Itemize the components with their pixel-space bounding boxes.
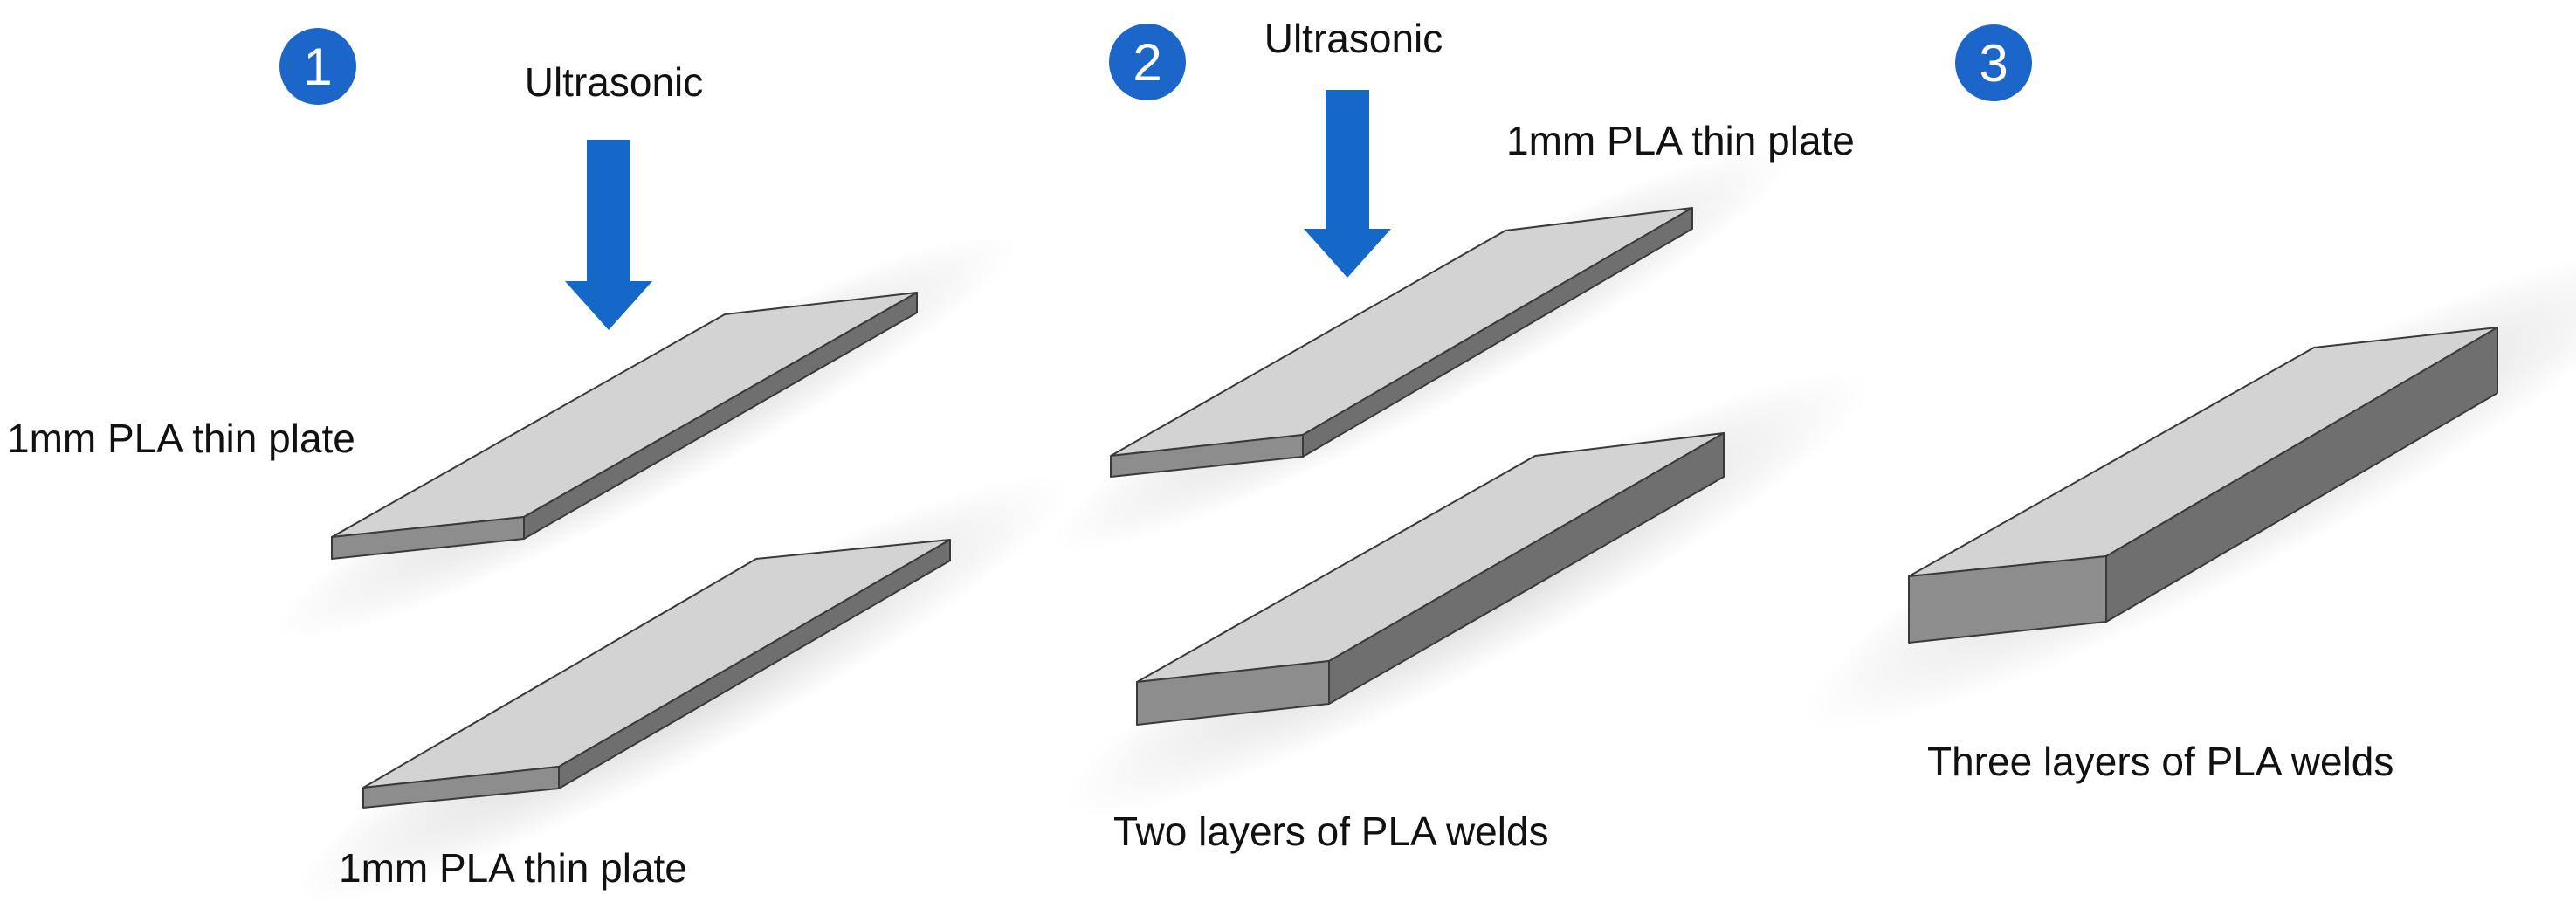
step-2-upper-plate-label: 1mm PLA thin plate [1506, 118, 1855, 163]
step-1-lower-plate [293, 475, 1069, 905]
step-1-lower-plate-label: 1mm PLA thin plate [339, 845, 687, 891]
step-3-badge: 3 [1955, 24, 2032, 101]
step-2-welded-plate [1064, 370, 1870, 817]
step-2: 2 Ultrasonic 1mm PLA thin plate Two laye… [1051, 16, 1870, 854]
step-1-upper-plate-label: 1mm PLA thin plate [7, 416, 355, 461]
step-3-welded-plate-label: Three layers of PLA welds [1927, 739, 2393, 784]
step-3-welded-plate [1801, 248, 2576, 730]
step-3-number: 3 [1979, 34, 2008, 93]
step-1-upper-plate [274, 232, 1018, 641]
step-2-upper-plate [1051, 145, 1795, 554]
step-2-welded-plate-label: Two layers of PLA welds [1113, 809, 1549, 854]
step-2-badge: 2 [1109, 24, 1186, 100]
step-2-number: 2 [1133, 33, 1161, 92]
step-2-ultrasonic-arrow-icon [1304, 90, 1391, 278]
step-3: 3 Three layers of PLA welds [1801, 24, 2576, 784]
step-1-badge: 1 [279, 28, 356, 105]
step-1-ultrasonic-arrow-icon [565, 140, 652, 330]
step-2-ultrasonic-label: Ultrasonic [1264, 16, 1443, 61]
step-1-number: 1 [303, 38, 332, 96]
step-1-ultrasonic-label: Ultrasonic [525, 59, 704, 105]
step-1: 1 Ultrasonic 1mm PLA thin plate 1mm PLA … [7, 28, 1069, 905]
